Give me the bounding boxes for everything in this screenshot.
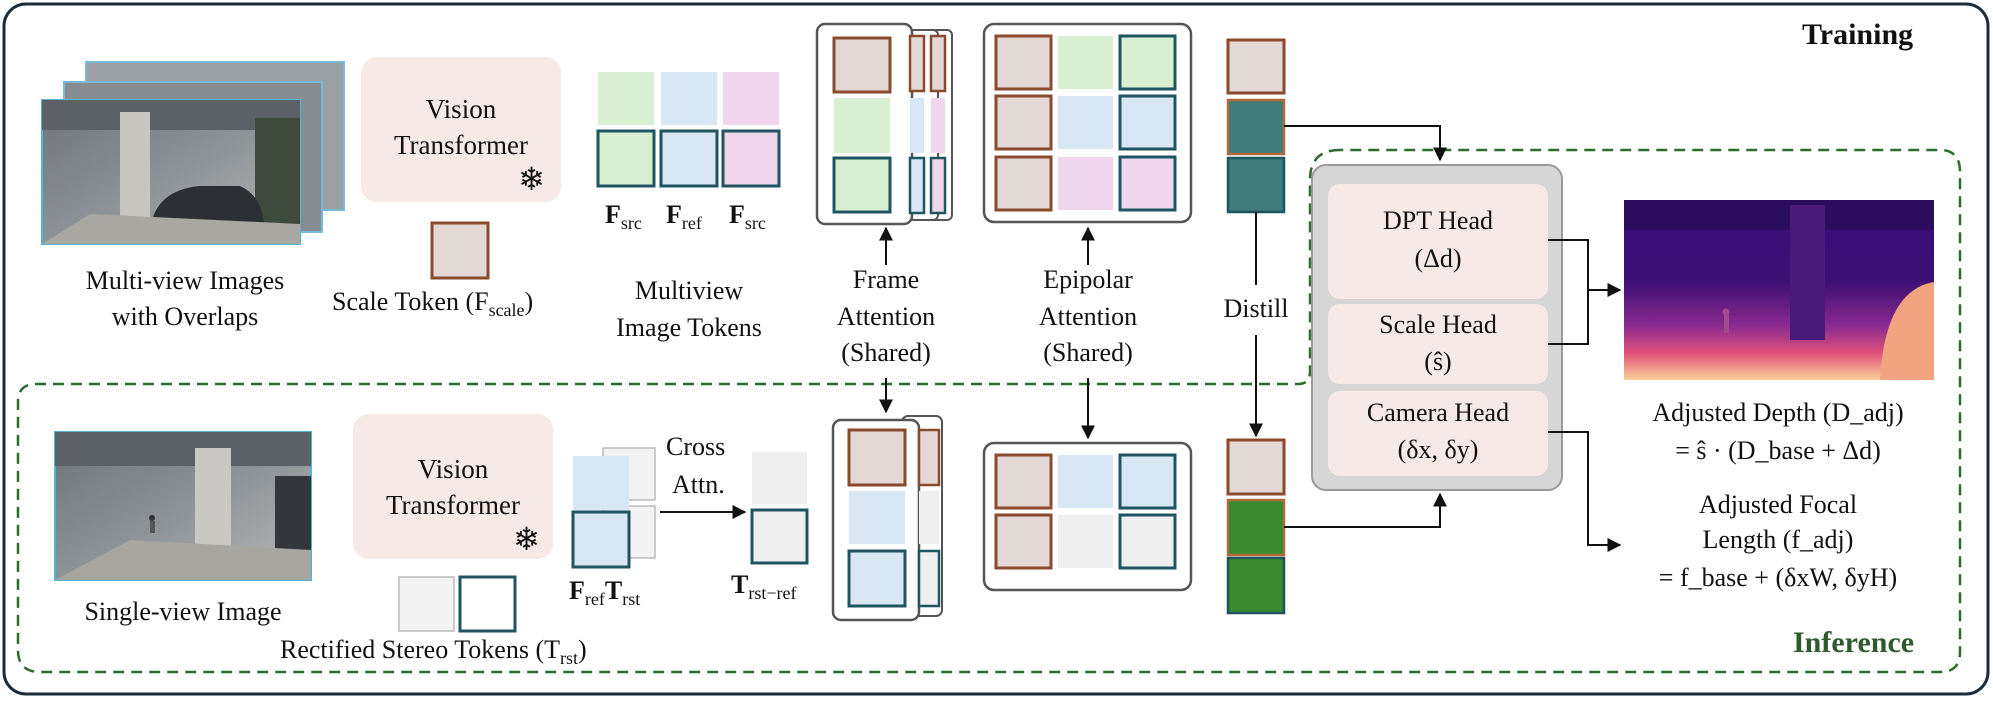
multiview-tokens-label-1: Multiview	[634, 276, 744, 305]
scale-token-sub: scale	[488, 300, 525, 321]
f-ref-label: Fref	[666, 200, 702, 234]
scale-head-label-1: Scale Head	[1379, 310, 1497, 339]
dpt-head	[1328, 184, 1548, 299]
vit-bottom-label-2: Transformer	[386, 490, 520, 520]
scale-head-label-2: (ŝ)	[1424, 347, 1452, 376]
frame-attention-stack-top	[815, 22, 953, 226]
rectified-tokens-close: )	[578, 635, 587, 664]
frame-attention-label-3: (Shared)	[841, 338, 931, 368]
student-token-column	[1226, 438, 1286, 615]
f-src-a-sub: src	[620, 213, 642, 234]
vision-transformer-top	[361, 57, 561, 202]
arrow-camera-to-focal	[1548, 431, 1622, 552]
trst-ref-label: Trst−ref	[731, 570, 796, 604]
trst-sub: rst	[622, 589, 641, 610]
cross-attn-label-2: Attn.	[672, 470, 725, 499]
training-label: Training	[1802, 18, 1914, 51]
rectified-tokens-label: Rectified Stereo Tokens (Trst)	[280, 635, 587, 669]
epipolar-attention-label-1: Epipolar	[1043, 265, 1133, 295]
multiview-tokens-label-2: Image Tokens	[616, 313, 762, 342]
f-src-a-main: F	[605, 200, 621, 229]
arrows	[660, 125, 1622, 552]
scale-token-text: Scale Token (F	[332, 287, 489, 316]
camera-head-label-1: Camera Head	[1366, 398, 1510, 427]
snowflake-icon: ❄	[518, 160, 545, 198]
trst-ref-main: T	[731, 570, 749, 599]
fref-main: F	[569, 576, 585, 605]
arrow-student-to-heads	[1284, 492, 1447, 528]
rectified-tokens-sub: rst	[560, 648, 579, 669]
arrow-teacher-to-heads	[1284, 125, 1447, 162]
snowflake-icon-bottom: ❄	[513, 520, 540, 558]
teacher-token-column	[1226, 38, 1286, 214]
multiview-image-tokens	[596, 72, 781, 188]
scale-token	[430, 221, 490, 280]
multiview-images-label-1: Multi-view Images	[85, 266, 285, 295]
scale-head	[1328, 304, 1548, 384]
arrow-dpt-to-depth	[1548, 239, 1622, 297]
dpt-head-label-1: DPT Head	[1382, 206, 1494, 235]
trst-ref-tokens	[750, 452, 809, 565]
multiview-images-label-2: with Overlaps	[111, 302, 259, 331]
inference-dashed-region	[16, 148, 1962, 674]
dpt-head-label-2: (Δd)	[1414, 244, 1462, 273]
fref-trst-tokens	[571, 447, 656, 569]
vit-top-label-2: Transformer	[394, 130, 528, 160]
multiview-image-stack	[41, 61, 345, 245]
f-src-b-sub: src	[744, 213, 766, 234]
epipolar-attention-grid-top	[982, 22, 1193, 224]
adjusted-depth-label-1: Adjusted Depth (D_adj)	[1652, 398, 1904, 427]
adjusted-depth-label-2: = ŝ · (D_base + Δd)	[1675, 436, 1881, 465]
vision-transformer-bottom	[353, 414, 553, 559]
f-src-label-b: Fsrc	[729, 200, 766, 234]
vit-top-label-1: Vision	[425, 94, 497, 124]
frame-attention-label-1: Frame	[852, 265, 920, 295]
camera-head	[1328, 391, 1548, 476]
trst-ref-sub: rst−ref	[748, 583, 797, 604]
distill-label: Distill	[1223, 294, 1289, 324]
f-src-b-main: F	[729, 200, 745, 229]
f-src-label-a: Fsrc	[605, 200, 642, 234]
trst-main: T	[604, 576, 623, 605]
scale-token-label: Scale Token (Fscale)	[332, 287, 533, 321]
line-scale-to-depth	[1548, 290, 1589, 345]
epipolar-attention-label-3: (Shared)	[1043, 338, 1133, 368]
rectified-tokens-text: Rectified Stereo Tokens (T	[280, 635, 561, 664]
rectified-token-light	[398, 576, 455, 632]
frame-attention-label-2: Attention	[836, 302, 936, 332]
adjusted-focal-label-2: Length (f_adj)	[1702, 525, 1854, 554]
inference-label: Inference	[1793, 626, 1915, 659]
epipolar-attention-grid-bottom	[982, 441, 1193, 592]
cross-attn-label-1: Cross	[666, 432, 726, 461]
adjusted-focal-label-3: = f_base + (δxW, δyH)	[1658, 563, 1898, 592]
single-view-label: Single-view Image	[84, 597, 282, 626]
vit-bottom-label-1: Vision	[417, 454, 489, 484]
single-view-image	[54, 431, 312, 581]
scale-token-close: )	[524, 287, 534, 316]
f-ref-sub: ref	[681, 213, 702, 234]
adjusted-focal-label-1: Adjusted Focal	[1698, 490, 1858, 519]
frame-attention-stack-bottom	[831, 415, 943, 622]
epipolar-attention-label-2: Attention	[1038, 302, 1138, 332]
camera-head-label-2: (δx, δy)	[1397, 435, 1479, 464]
f-ref-main: F	[666, 200, 682, 229]
fref-sub: ref	[584, 589, 605, 610]
fref-trst-label: FrefTrst	[569, 576, 640, 610]
adjusted-depth-map	[1624, 200, 1934, 380]
rectified-token-dark	[458, 575, 517, 633]
